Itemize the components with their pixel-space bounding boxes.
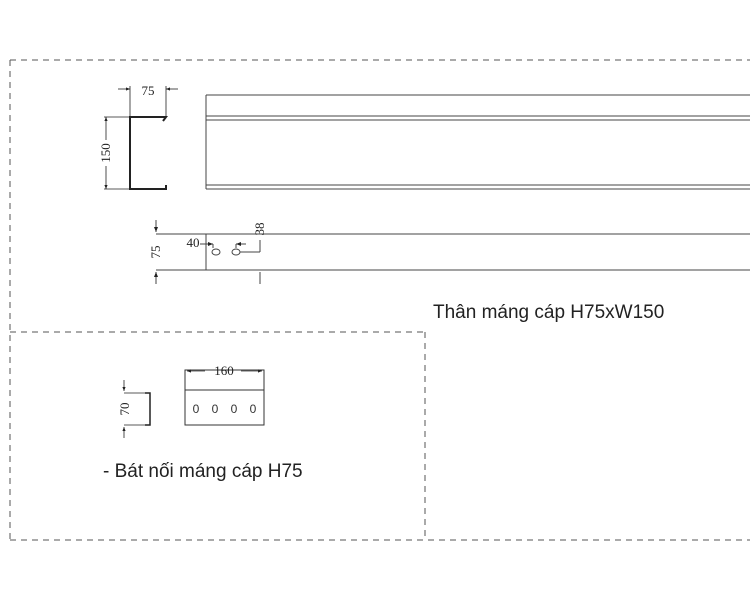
dim-width-label: 75 [142,83,155,98]
connector-dashed-frame [10,331,426,540]
connector-front-view [184,369,265,426]
tray-cross-section [104,86,178,190]
cable-tray-title: Thân máng cáp H75xW150 [433,302,664,323]
slot-hole [211,248,221,256]
dim-side-height-label: 75 [148,246,163,259]
tray-bottom-view [154,220,750,284]
dim-connector-height-label: 70 [117,403,132,416]
dim-height-label: 150 [98,143,113,163]
connector-hole: 0 [250,402,257,416]
dim-hole-offset-label: 40 [187,235,200,250]
dim-hole-pitch-label: 38 [252,223,267,236]
connector-title: - Bát nối máng cáp H75 [103,461,303,482]
connector-hole: 0 [193,402,200,416]
tray-side-view [205,94,750,190]
slot-hole [231,248,241,256]
connector-hole: 0 [212,402,219,416]
connector-hole: 0 [231,402,238,416]
connector-side-view [122,380,151,438]
dim-connector-length-label: 160 [214,363,234,378]
outer-dashed-frame [9,59,750,541]
